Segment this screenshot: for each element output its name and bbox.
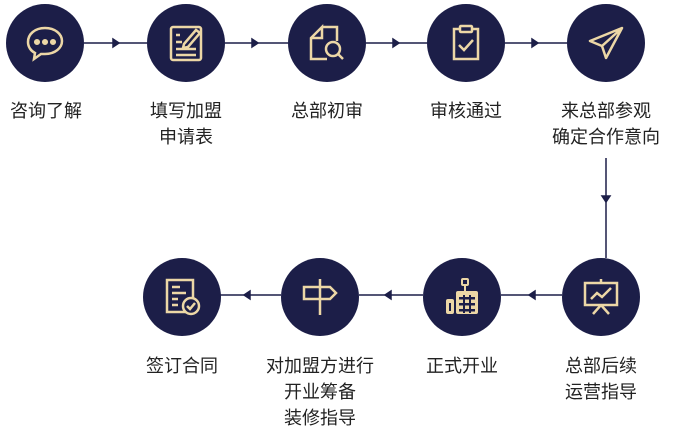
step-label-line: 正式开业: [426, 356, 498, 377]
step-node-preparation: [281, 258, 359, 336]
step-node-opening: [423, 258, 501, 336]
step-label-line: 确定合作意向: [552, 127, 660, 148]
step-node-operation-guide: [562, 258, 640, 336]
step-label-line: 来总部参观: [561, 101, 651, 122]
paper-plane-icon: [588, 26, 624, 60]
arrow-right-icon: [531, 37, 540, 49]
step-node-contract: [143, 258, 221, 336]
arrow-left-icon: [527, 289, 536, 301]
arrow-right-icon: [112, 37, 121, 49]
presentation-chart-icon: [583, 279, 619, 315]
step-label-line: 审核通过: [430, 101, 502, 122]
contract-check-icon: [165, 278, 201, 316]
step-label: 总部后续运营指导: [526, 354, 675, 406]
step-label-line: 咨询了解: [10, 101, 82, 122]
step-node-approved: [427, 4, 505, 82]
step-label-line: 总部后续: [565, 356, 637, 377]
step-label: 填写加盟申请表: [111, 99, 261, 151]
step-label-line: 总部初审: [291, 101, 363, 122]
arrow-right-icon: [392, 37, 401, 49]
clipboard-check-icon: [452, 24, 480, 61]
step-label: 咨询了解: [0, 99, 121, 125]
step-label: 对加盟方进行开业筹备装修指导: [245, 354, 395, 432]
step-label: 签订合同: [107, 354, 257, 380]
step-node-review: [288, 4, 366, 82]
step-label: 总部初审: [252, 99, 402, 125]
signpost-icon: [302, 279, 338, 315]
arrow-down-icon: [600, 195, 612, 204]
step-label-line: 运营指导: [565, 382, 637, 403]
step-node-apply: [147, 4, 225, 82]
document-search-icon: [309, 23, 344, 61]
step-label-line: 开业筹备: [284, 382, 356, 403]
arrow-left-icon: [242, 289, 251, 301]
step-node-visit: [567, 4, 645, 82]
step-label-line: 装修指导: [284, 408, 356, 429]
step-label: 来总部参观确定合作意向: [531, 99, 675, 151]
arrow-left-icon: [383, 289, 392, 301]
arrow-right-icon: [251, 37, 260, 49]
step-label-line: 申请表: [159, 127, 213, 148]
step-label-line: 对加盟方进行: [266, 356, 374, 377]
step-node-consult: [6, 4, 84, 82]
step-label-line: 签订合同: [146, 356, 218, 377]
form-edit-icon: [169, 25, 203, 62]
step-label: 正式开业: [387, 354, 537, 380]
step-label: 审核通过: [391, 99, 541, 125]
building-icon: [446, 278, 478, 314]
chat-bubble-icon: [26, 26, 64, 62]
step-label-line: 填写加盟: [150, 101, 222, 122]
